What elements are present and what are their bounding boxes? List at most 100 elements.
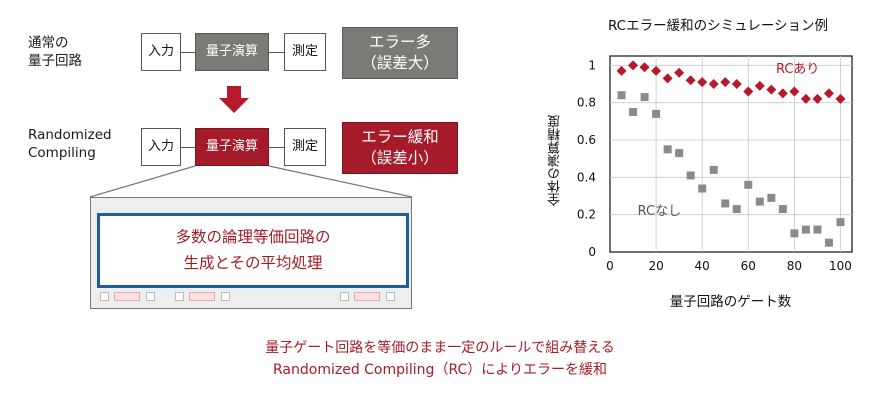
down-arrow-icon (219, 86, 249, 113)
connector-line (181, 52, 195, 54)
y-tick-label: 0.4 (577, 170, 596, 184)
compute-box-rc-label: 量子演算 (205, 139, 258, 154)
chart-title: RCエラー緩和のシミュレーション例 (607, 18, 829, 34)
randomized-compiling-label: Randomized Compiling (28, 126, 112, 162)
rc-on-point (812, 93, 823, 104)
measure-box-rc: 測定 (284, 128, 326, 166)
y-tick-label: 0.8 (577, 96, 596, 110)
connector-line (181, 147, 195, 149)
compute-box-normal-label: 量子演算 (205, 44, 258, 59)
circuit-cell (175, 292, 184, 301)
randomized-label-line2: Compiling (28, 145, 96, 161)
rc-on-point (697, 77, 708, 88)
input-box-rc-label: 入力 (147, 139, 174, 154)
y-tick-label: 1 (588, 58, 596, 72)
circuit-cell (100, 292, 109, 301)
rc-off-point (767, 193, 776, 202)
input-box-normal: 入力 (141, 33, 181, 71)
rc-on-point (789, 86, 800, 97)
measure-box-normal-label: 測定 (291, 44, 318, 59)
y-tick-label: 0 (588, 245, 596, 259)
x-tick-label: 40 (695, 259, 710, 273)
caption-line2: Randomized Compiling（RC）によりエラーを緩和 (273, 362, 607, 378)
y-tick-label: 0.6 (577, 133, 596, 147)
circuit-cell (221, 292, 230, 301)
rc-off-point (686, 171, 695, 180)
measure-box-rc-label: 測定 (291, 139, 318, 154)
rc-on-point (731, 79, 742, 89)
rc-off-point (721, 199, 730, 208)
series-label-rc-on: RCあり (776, 62, 819, 77)
x-tick-label: 80 (787, 259, 802, 273)
x-tick-label: 100 (829, 259, 852, 273)
rc-off-point (755, 197, 764, 206)
circuit-cell (386, 292, 395, 301)
normal-label-line1: 通常の (28, 35, 69, 51)
rc-on-point (777, 88, 788, 99)
rc-off-point (652, 109, 661, 118)
x-tick-label: 20 (648, 259, 663, 273)
input-box-rc: 入力 (141, 128, 181, 166)
rc-off-point (698, 184, 707, 193)
circuit-gate (354, 292, 380, 301)
input-box-normal-label: 入力 (147, 44, 174, 59)
equivalent-circuits-line2: 生成とその平均処理 (183, 254, 323, 272)
rc-off-point (709, 165, 718, 174)
rc-off-point (813, 225, 822, 234)
rc-off-point (663, 145, 672, 154)
plot-area (609, 55, 853, 253)
rc-off-point (617, 91, 626, 100)
x-tick-label: 60 (741, 259, 756, 273)
measure-box-normal: 測定 (284, 33, 326, 71)
rc-on-point (674, 67, 685, 78)
connector-line (269, 52, 284, 54)
rc-on-point (639, 62, 650, 73)
error-many-box: エラー多 （誤差大） (342, 27, 458, 79)
caption-line1: 量子ゲート回路を等価のまま一定のルールで組み替える (265, 340, 615, 356)
error-mitigated-line2: （誤差小） (361, 149, 439, 167)
rc-on-point (754, 80, 765, 91)
rc-on-point (743, 86, 754, 97)
rc-on-point (823, 88, 834, 99)
rc-on-point (616, 65, 627, 76)
equivalent-circuits-box (97, 213, 409, 288)
equivalent-circuits-text: 多数の論理等価回路の 生成とその平均処理 (97, 224, 409, 276)
rc-off-point (801, 225, 810, 234)
rc-on-point (651, 65, 662, 76)
series-label-rc-off: RCなし (638, 204, 681, 219)
rc-on-point (685, 75, 696, 86)
randomized-label-line1: Randomized (28, 127, 112, 143)
rc-on-point (662, 73, 673, 84)
rc-off-point (732, 205, 741, 214)
error-many-line2: （誤差大） (361, 54, 439, 72)
zoom-funnel-lines (89, 165, 413, 198)
equivalent-circuits-line1: 多数の論理等価回路の (175, 228, 331, 246)
x-tick-label: 0 (606, 259, 614, 273)
simulation-chart: 0 0.2 0.4 0.6 0.8 1 0 20 40 60 80 100 RCあり RCなし (577, 55, 853, 273)
normal-circuit-label: 通常の 量子回路 (28, 34, 82, 70)
rc-off-point (675, 149, 684, 158)
error-many-line1: エラー多 (368, 33, 431, 51)
error-mitigated-line1: エラー緩和 (361, 128, 439, 146)
rc-off-point (790, 229, 799, 238)
rc-off-point (778, 205, 787, 214)
circuit-gate (189, 292, 215, 301)
circuit-cell (340, 292, 349, 301)
circuit-gate (114, 292, 140, 301)
rc-on-point (708, 79, 719, 89)
y-tick-label: 0.2 (577, 208, 596, 222)
connector-line (269, 147, 284, 149)
rc-on-point (720, 77, 731, 88)
rc-off-point (824, 238, 833, 247)
rc-on-point (628, 60, 639, 71)
rc-off-point (836, 218, 845, 227)
normal-label-line2: 量子回路 (28, 53, 82, 69)
rc-on-point (766, 84, 777, 95)
error-mitigated-box: エラー緩和 （誤差小） (342, 122, 458, 174)
chart-x-axis-label: 量子回路のゲート数 (669, 294, 792, 310)
rc-off-point (744, 180, 753, 189)
compute-box-rc: 量子演算 (195, 128, 269, 166)
rc-on-point (835, 93, 846, 104)
rc-on-point (800, 93, 811, 104)
rc-off-point (629, 108, 638, 116)
